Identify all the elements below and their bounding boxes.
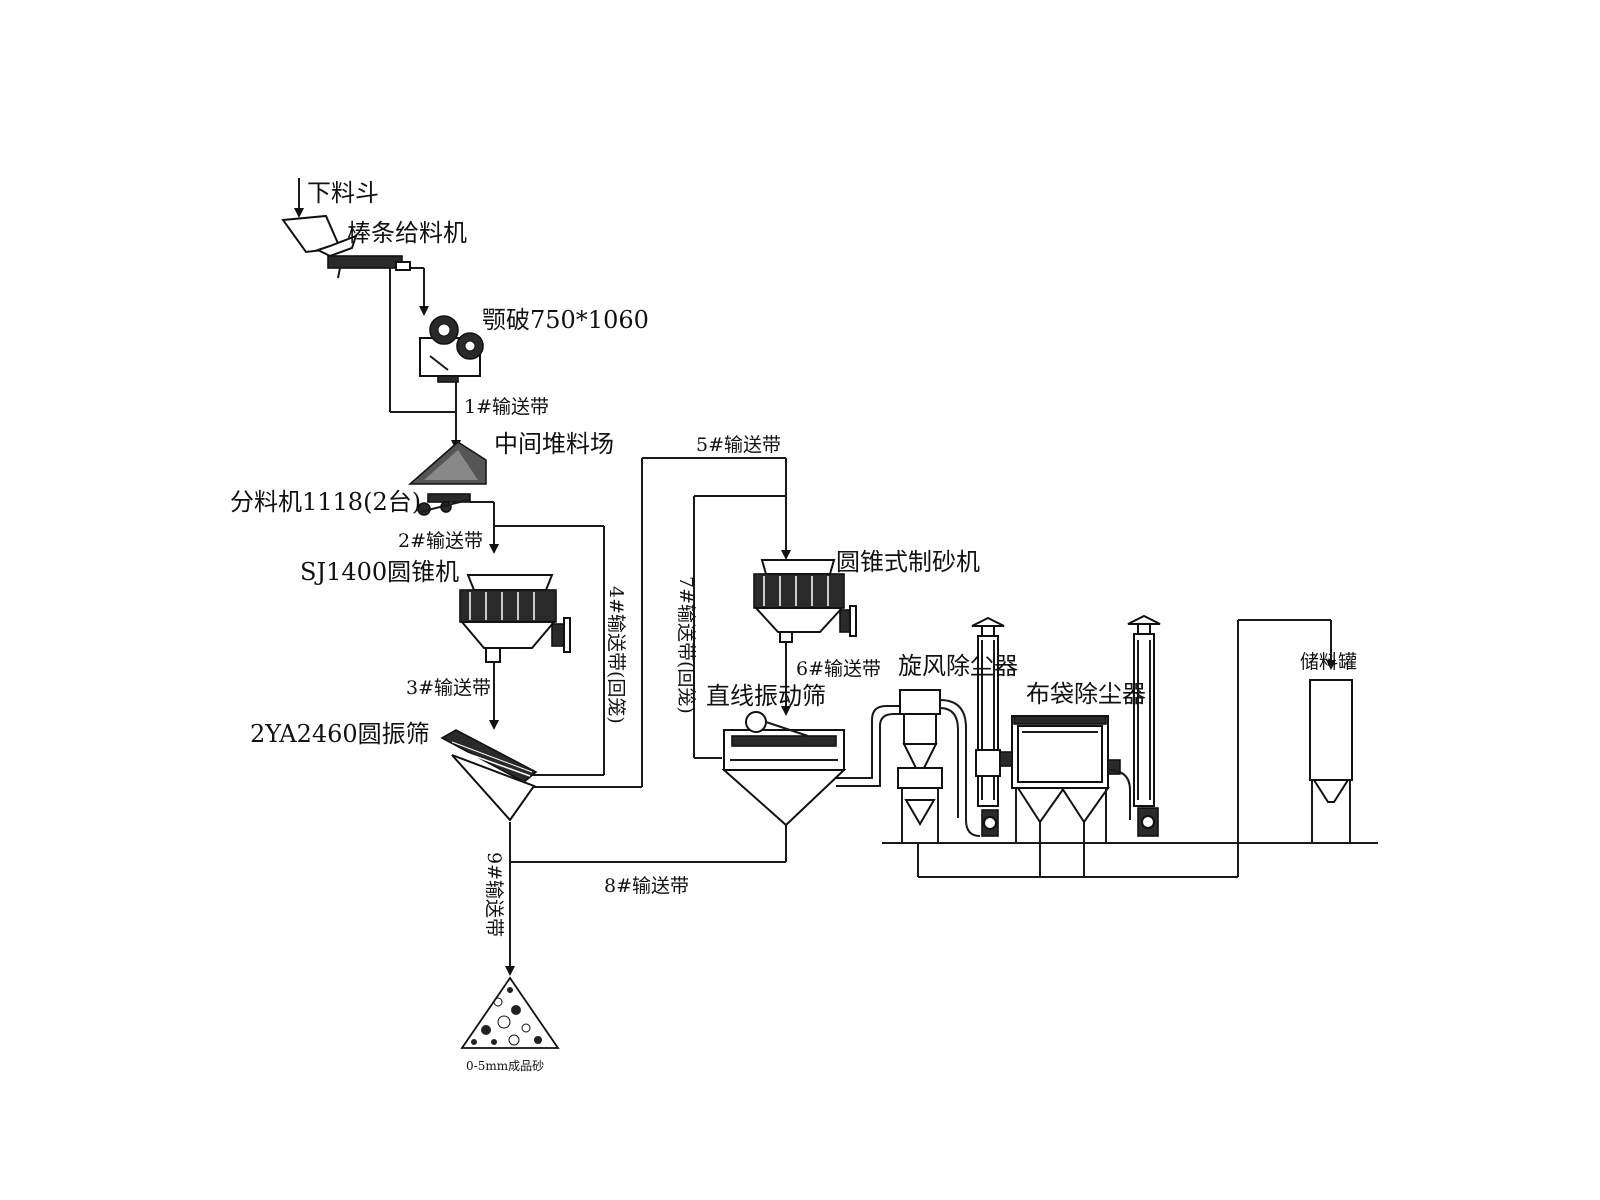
label-belt5: 5#输送带 [696, 434, 781, 456]
cyclone-collector-icon [897, 689, 981, 843]
chimney-2-icon [1127, 614, 1161, 837]
sand-maker-icon [753, 559, 857, 643]
label-cone-crusher: SJ1400圆锥机 [300, 558, 459, 586]
chimney-1-icon [971, 616, 1005, 837]
bag-filter-icon [999, 715, 1131, 843]
cone-crusher-icon [459, 574, 571, 663]
splitter-icon [417, 493, 471, 516]
label-belt4: 4#输送带(回笼) [605, 586, 627, 724]
label-product-sand: 0-5mm成品砂 [466, 1059, 544, 1073]
circular-screen-icon [440, 729, 538, 822]
label-belt6: 6#输送带 [796, 658, 881, 680]
label-bag-filter: 布袋除尘器 [1026, 680, 1146, 708]
label-stockpile: 中间堆料场 [494, 430, 614, 458]
flow-lines [294, 178, 1378, 976]
labels: 下料斗 棒条给料机 颚破750*1060 1#输送带 中间堆料场 分料机1118… [230, 179, 1357, 1073]
label-linear-screen: 直线振动筛 [706, 682, 826, 710]
label-jaw-crusher: 颚破750*1060 [482, 306, 649, 334]
label-hopper: 下料斗 [307, 179, 379, 207]
linear-screen-icon [721, 711, 847, 827]
label-belt9: 9#输送带 [483, 852, 505, 937]
label-bar-feeder: 棒条给料机 [347, 219, 467, 247]
label-storage-tank: 储料罐 [1300, 651, 1357, 673]
storage-tank-icon [1309, 679, 1353, 843]
label-belt2: 2#输送带 [398, 530, 483, 552]
label-circular-screen: 2YA2460圆振筛 [250, 720, 430, 748]
product-sand-pile-icon [460, 976, 560, 1049]
label-cyclone: 旋风除尘器 [898, 652, 1018, 680]
label-splitter: 分料机1118(2台) [230, 488, 421, 516]
label-belt7: 7#输送带(回笼) [675, 576, 697, 714]
jaw-crusher-icon [419, 315, 484, 383]
stockpile-icon [408, 441, 487, 485]
bar-feeder-icon [281, 214, 411, 279]
label-sand-maker: 圆锥式制砂机 [836, 548, 980, 576]
label-belt3: 3#输送带 [406, 677, 491, 699]
label-belt1: 1#输送带 [464, 396, 549, 418]
label-belt8: 8#输送带 [604, 875, 689, 897]
